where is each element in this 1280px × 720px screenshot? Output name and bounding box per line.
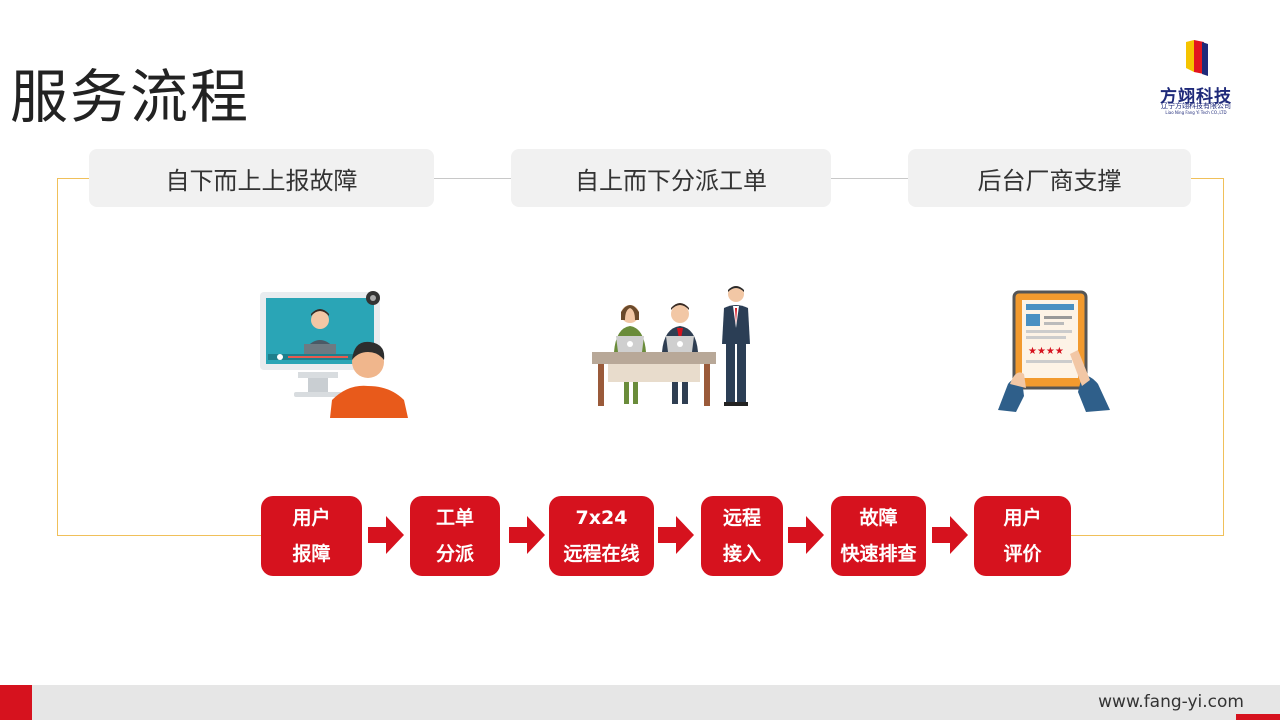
step-line1: 用户 — [292, 507, 331, 529]
arrow-right-icon — [368, 516, 404, 554]
stage-vendor-support: 后台厂商支撑 — [908, 149, 1191, 207]
footer-url: www.fang-yi.com — [1098, 692, 1244, 712]
footer-accent-left — [0, 685, 32, 720]
step-ticket-dispatch: 工单 分派 — [410, 496, 500, 576]
tablet-rating-icon: ★★★★ — [998, 290, 1110, 412]
stage-label: 自上而下分派工单 — [575, 166, 767, 195]
step-line2: 快速排查 — [840, 543, 917, 565]
step-user-report: 用户 报障 — [261, 496, 362, 576]
company-logo — [1146, 38, 1246, 118]
step-line2: 评价 — [1003, 543, 1042, 565]
step-line1: 工单 — [435, 507, 474, 529]
video-call-icon — [260, 291, 408, 418]
arrow-right-icon — [509, 516, 545, 554]
step-line2: 远程在线 — [563, 543, 640, 565]
step-line1: 用户 — [1003, 507, 1042, 529]
logo-mark-icon — [1186, 40, 1208, 76]
stage-label: 自下而上上报故障 — [165, 166, 358, 195]
arrow-right-icon — [932, 516, 968, 554]
frame-line-left-bottom — [57, 535, 262, 536]
stage-label: 后台厂商支撑 — [977, 166, 1122, 195]
step-fault-troubleshoot: 故障 快速排查 — [831, 496, 926, 576]
stage-dispatch-ticket: 自上而下分派工单 — [511, 149, 831, 207]
step-line1: 远程 — [722, 507, 761, 529]
step-user-rating: 用户 评价 — [974, 496, 1071, 576]
frame-line-right-bottom — [1071, 535, 1224, 536]
frame-line-right — [1223, 178, 1224, 536]
step-remote-access: 远程 接入 — [701, 496, 783, 576]
step-line1: 故障 — [859, 507, 898, 529]
step-line2: 分派 — [435, 543, 474, 565]
stage-connector-2 — [831, 178, 908, 179]
arrow-right-icon — [658, 516, 694, 554]
team-meeting-icon — [592, 286, 750, 406]
step-remote-online: 7x24 远程在线 — [549, 496, 654, 576]
step-line2: 接入 — [722, 543, 761, 565]
stage-connector-1 — [434, 178, 511, 179]
frame-line-right-top — [1190, 178, 1224, 179]
svg-text:★★★★: ★★★★ — [1028, 346, 1064, 357]
logo-company-en: Liao Ning Fang Yi Tech CO.,LTD — [1165, 110, 1227, 115]
step-line2: 报障 — [292, 543, 331, 565]
arrow-right-icon — [788, 516, 824, 554]
page-title: 服务流程 — [10, 63, 251, 131]
logo-company-cn: 辽宁方翊科技有限公司 — [1161, 102, 1231, 110]
frame-line-left-top — [57, 178, 90, 179]
stage-report-fault: 自下而上上报故障 — [89, 149, 434, 207]
step-line1: 7x24 — [575, 507, 628, 529]
footer-accent-right — [1236, 714, 1280, 720]
footer-bar — [0, 685, 1280, 720]
logo-name: 方翊科技 — [1160, 87, 1232, 107]
frame-line-left — [57, 178, 58, 536]
